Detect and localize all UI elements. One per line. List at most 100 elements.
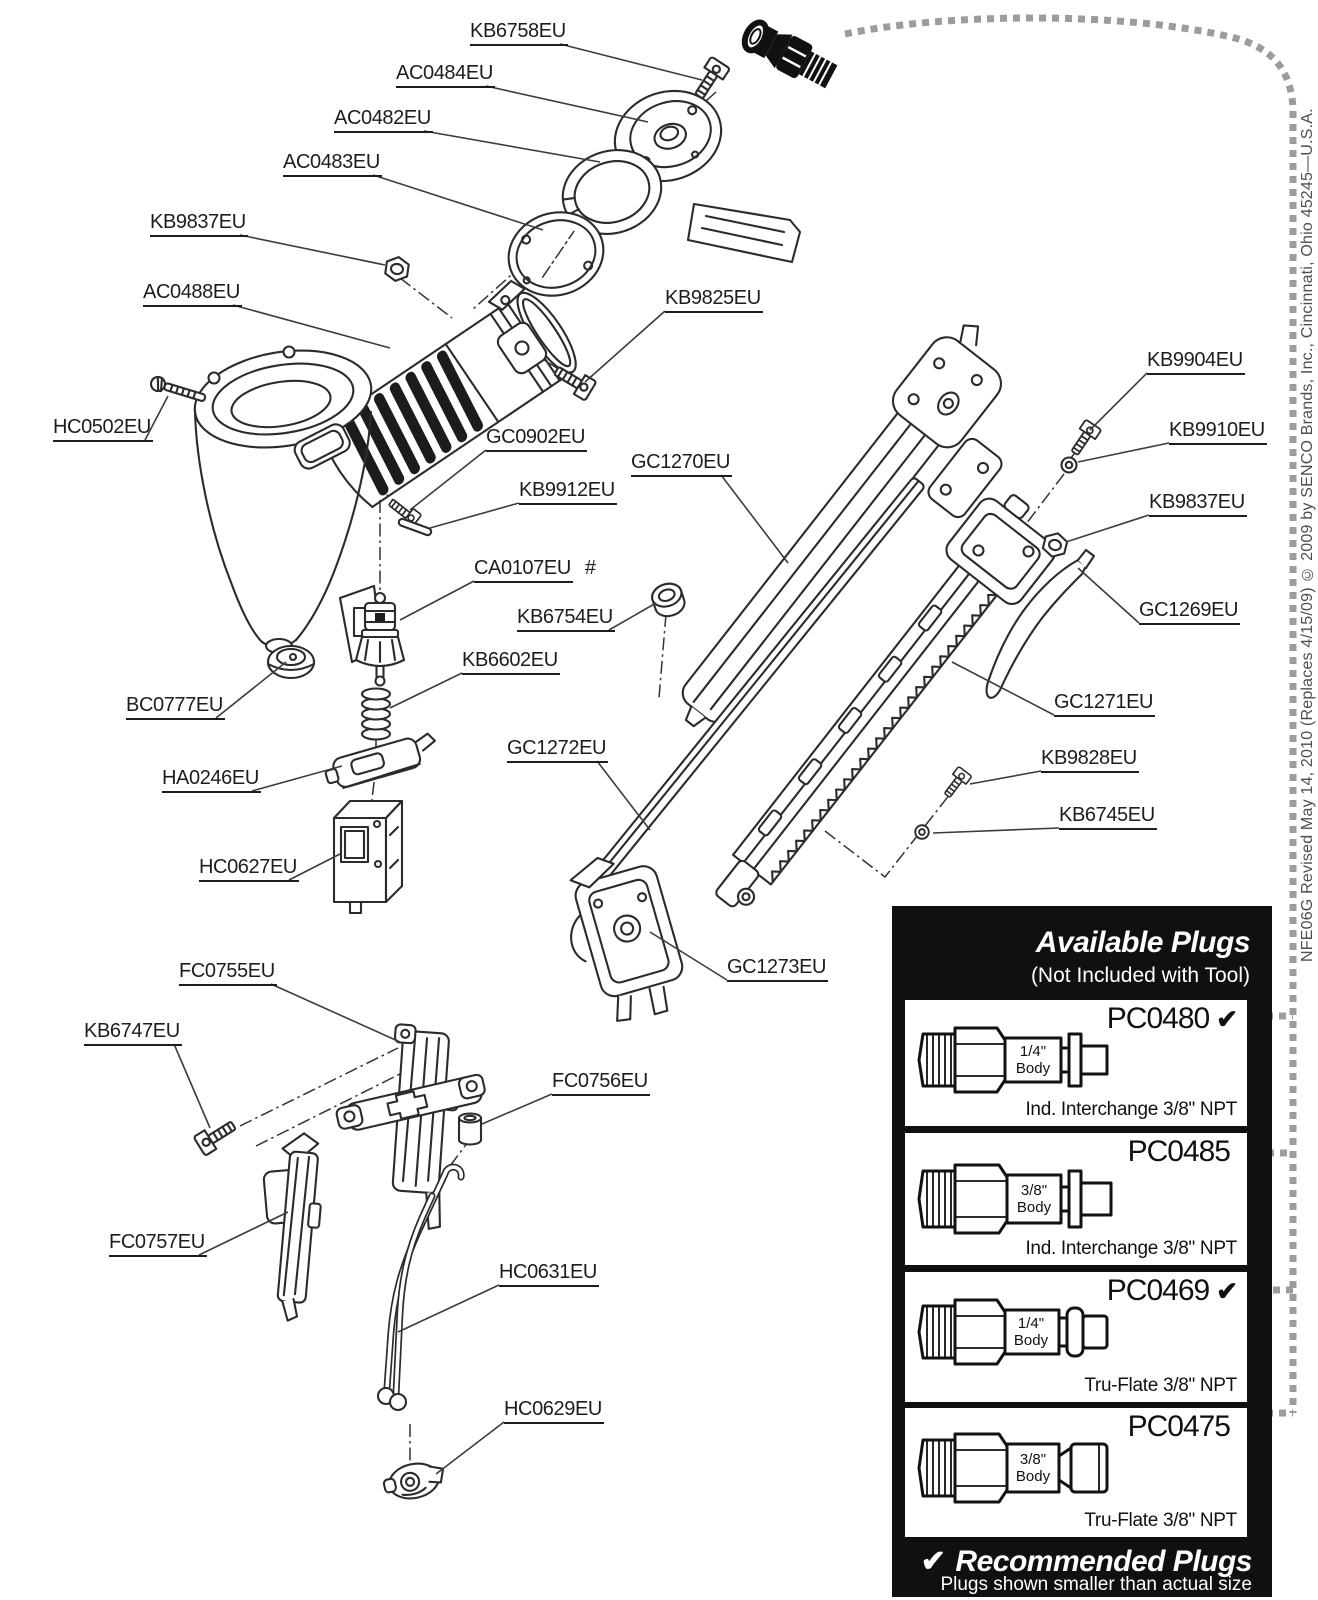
part-label: AC0482EU [334,107,433,133]
plug-drawing: 3/8" Body [917,1163,1113,1235]
part-label: KB9825EU [665,287,763,313]
plug-standard: Tru-Flate 3/8" NPT [1084,1510,1237,1531]
leader-line [389,672,463,709]
svg-text:Body: Body [1014,1332,1049,1349]
plug-card-pc0480: PC0480✔ 1/4" Body Ind. Interchange 3/8" … [905,1000,1247,1126]
leader-line [270,983,401,1043]
svg-text:Body: Body [1017,1199,1052,1216]
part-label: BC0777EU [126,694,225,720]
checkmark-icon: ✔ [1216,1276,1238,1306]
leader-line [173,1043,211,1129]
plug-card-pc0485: PC0485 3/8" Body Ind. Interchange 3/8" N… [905,1133,1247,1265]
cap-drawing [613,89,723,183]
part-label: FC0757EU [109,1231,207,1257]
part-label: AC0484EU [396,62,495,88]
part-label: CA0107EU# [474,557,596,583]
leader-line [481,1093,553,1125]
latch-drawing [324,732,436,789]
spring-drawing [360,687,392,741]
leader-line [397,1284,500,1333]
nose-drawing [569,856,684,1022]
leader-line [720,474,789,564]
part-label: GC1272EU [507,737,609,763]
leader-line [215,661,287,719]
clamp-ring-drawing [561,149,802,264]
leader-line [1077,567,1140,624]
part-label: FC0755EU [179,960,277,986]
leader-line [951,661,1055,716]
part-label: KB6754EU [517,606,615,632]
plug-code: PC0480✔ [1106,1002,1238,1035]
plug-drawing: 3/8" Body [917,1432,1109,1504]
svg-text:Body: Body [1016,1468,1051,1485]
kb6745-washer-drawing [914,824,930,840]
svg-text:3/8": 3/8" [1020,1451,1046,1468]
kb9828-screw-drawing [939,765,973,802]
part-label: HC0627EU [199,856,299,882]
fc0755-drawing [335,1023,486,1230]
wire-drawing [376,1163,465,1412]
part-label: KB6602EU [462,649,560,675]
kb9904-screw-drawing [1065,418,1103,460]
part-label: KB9837EU [1149,491,1247,517]
svg-text:1/4": 1/4" [1018,1315,1044,1332]
leader-line [596,760,651,831]
plug-card-pc0469: PC0469✔ 1/4" Body Tru-Flate 3/8" NPT [905,1272,1247,1402]
leader-line [288,853,341,881]
part-label: GC0902EU [486,426,588,452]
air-fitting-drawing [741,19,838,89]
valve-drawing [354,591,406,687]
kb9910-washer-drawing [1060,456,1078,474]
revision-side-text: NFE06G Revised May 14, 2010 (Replaces 4/… [1299,108,1316,962]
leader-line [584,310,666,383]
gasket-drawing [507,211,605,297]
clip-drawing [985,548,1096,699]
part-label: GC1270EU [631,451,733,477]
fc0757-drawing [262,1132,322,1322]
leader-line [198,1211,289,1256]
plug-code: PC0485 [1127,1135,1231,1168]
part-label: GC1273EU [727,956,829,982]
part-label: KB6747EU [84,1020,182,1046]
leader-line [409,449,487,511]
nut-drawing [383,254,411,284]
leader-line [399,580,475,621]
leader-line [423,130,601,163]
hc0629-drawing [382,1462,445,1500]
leader-line [232,304,391,349]
leader-line [429,502,520,529]
part-label: KB9828EU [1041,747,1139,773]
plug-code: PC0475 [1127,1410,1231,1443]
kb6747-screw-drawing [192,1114,241,1158]
svg-text:1/4": 1/4" [1020,1043,1046,1060]
part-label: GC1269EU [1139,599,1241,625]
leader-line [144,395,169,441]
size-disclaimer: Plugs shown smaller than actual size [940,1574,1252,1595]
leader-line [932,827,1060,834]
leader-line [649,931,728,981]
housing-drawing [193,345,384,664]
pin-drawing [397,517,433,537]
plug-card-pc0475: PC0475 3/8" Body Tru-Flate 3/8" NPT [905,1408,1247,1537]
svg-text:Body: Body [1016,1060,1051,1077]
fc0756-drawing [457,1112,483,1146]
part-label: FC0756EU [552,1070,650,1096]
panel-title: Available Plugs [1035,926,1251,959]
part-label: KB9837EU [150,211,248,237]
plug-standard: Ind. Interchange 3/8" NPT [1025,1238,1237,1259]
leader-line [1077,442,1170,463]
leader-line [559,43,703,81]
part-label: GC1271EU [1054,691,1156,717]
part-label: HA0246EU [162,767,261,793]
part-label: AC0483EU [283,151,382,177]
available-plugs-panel: Available Plugs (Not Included with Tool)… [892,906,1272,1597]
panel-subtitle: (Not Included with Tool) [1030,964,1250,987]
long-screw-drawing [149,375,207,402]
part-label: KB9904EU [1147,349,1245,375]
leader-line [251,765,343,792]
guide-body-drawing [681,324,1003,728]
leader-line [485,85,649,123]
part-label: KB9910EU [1169,419,1267,445]
